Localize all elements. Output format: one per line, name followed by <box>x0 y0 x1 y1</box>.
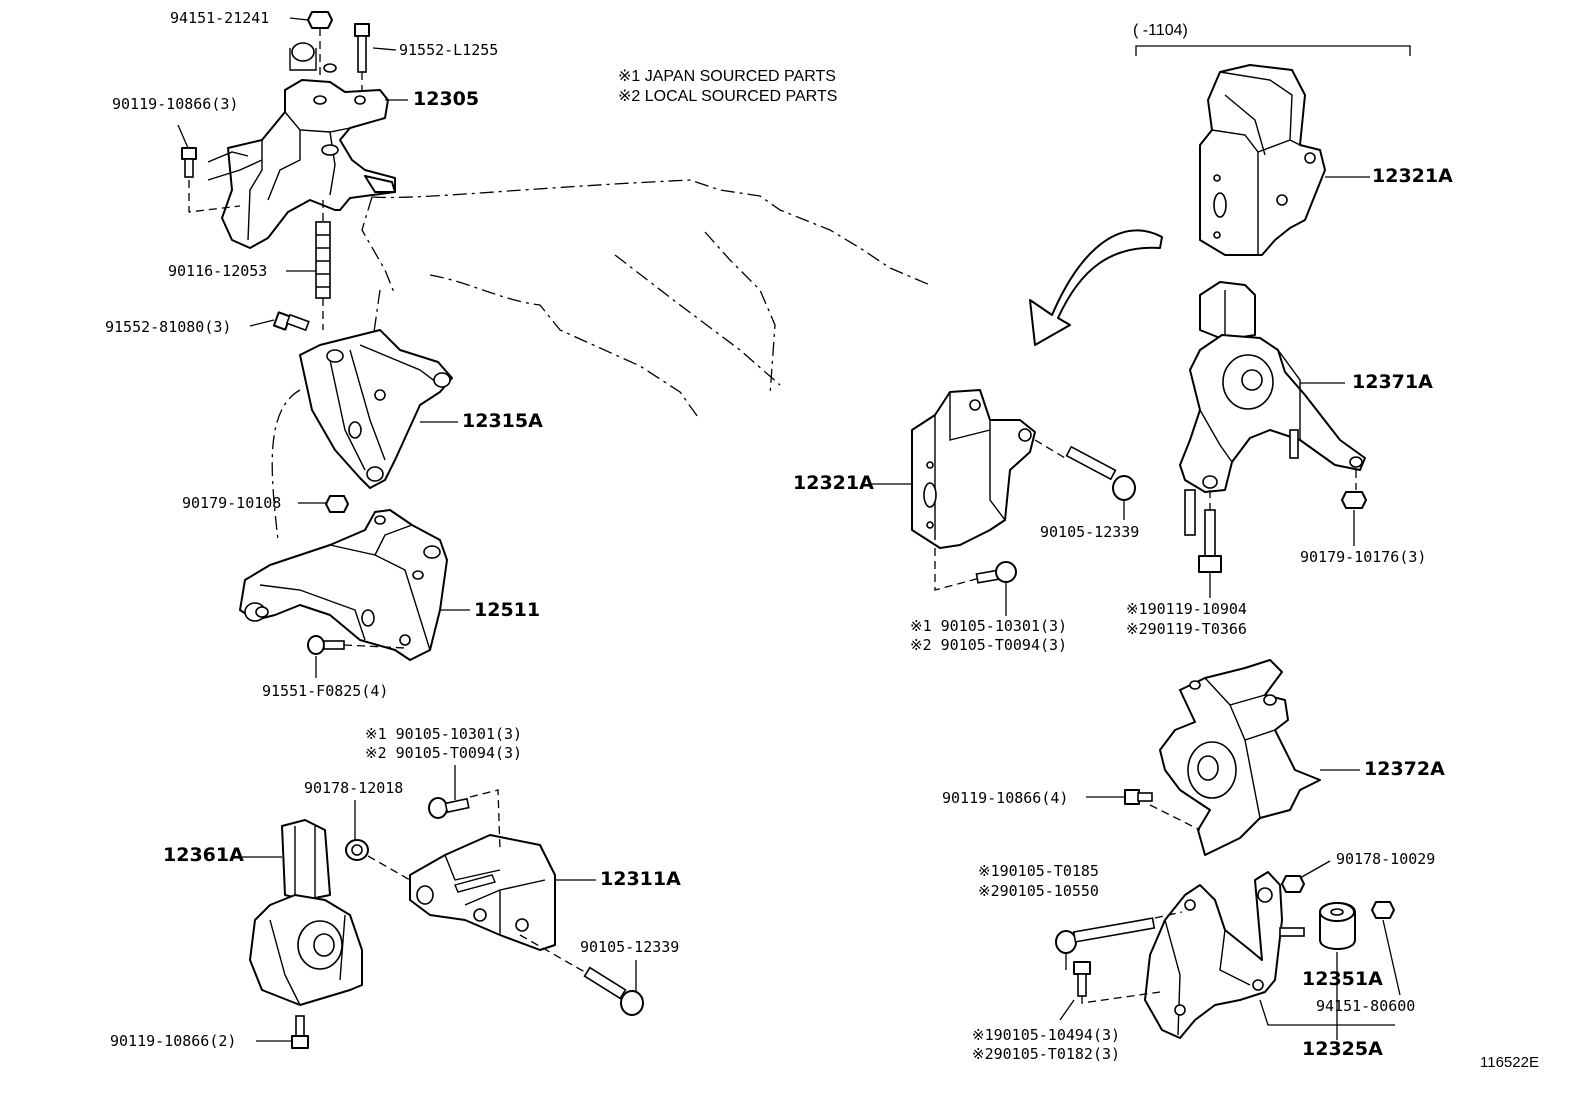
part-label-12361A[interactable]: 12361A <box>163 844 244 866</box>
nut-94151-80600 <box>1371 901 1395 919</box>
part-label-mid-90105-T0094-3[interactable]: ※2 90105-T0094(3) <box>910 636 1068 654</box>
part-label-left-90105-12339[interactable]: 90105-12339 <box>580 938 680 956</box>
date-range-bracket <box>1135 45 1411 56</box>
part-12361A-mount <box>249 819 363 1006</box>
part-label-91551-F0825-4[interactable]: 91551-F0825(4) <box>262 682 389 700</box>
part-label-90105-T0182-3[interactable]: ※290105-T0182(3) <box>972 1045 1121 1063</box>
part-label-12372A[interactable]: 12372A <box>1364 758 1445 780</box>
part-label-94151-80600[interactable]: 94151-80600 <box>1316 997 1416 1015</box>
part-label-12371A[interactable]: 12371A <box>1352 371 1433 393</box>
part-label-12311A[interactable]: 12311A <box>600 868 681 890</box>
part-12311A-bracket <box>409 789 556 951</box>
part-label-91552-81080-3[interactable]: 91552-81080(3) <box>105 318 232 336</box>
nut-90179-10176-3 <box>1341 470 1367 509</box>
bolt-91552-L1255 <box>354 23 370 92</box>
bolt-90119-10866-2 <box>291 1015 309 1049</box>
bolt-left-90105-12339 <box>519 934 644 1016</box>
bolt-90119-10904 <box>1198 490 1222 573</box>
part-label-91552-L1255[interactable]: 91552-L1255 <box>399 41 499 59</box>
part-label-90105-T0185[interactable]: ※190105-T0185 <box>978 862 1099 880</box>
part-label-90178-10029[interactable]: 90178-10029 <box>1336 850 1436 868</box>
bushing-12351A <box>1319 902 1356 950</box>
bolt-90119-10866-3 <box>181 147 241 213</box>
part-12315A-bracket <box>299 329 453 489</box>
part-label-90119-10866-2[interactable]: 90119-10866(2) <box>110 1032 237 1050</box>
part-label-90179-10176-3[interactable]: 90179-10176(3) <box>1300 548 1427 566</box>
bolt-90105-10494 <box>1073 961 1161 1004</box>
part-label-12325A[interactable]: 12325A <box>1302 1038 1383 1060</box>
part-12321A-right <box>1199 64 1326 256</box>
part-label-90116-12053[interactable]: 90116-12053 <box>168 262 268 280</box>
bolt-90105-T0185 <box>1055 911 1183 954</box>
part-label-94151-21241[interactable]: 94151-21241 <box>170 9 270 27</box>
part-label-12511[interactable]: 12511 <box>474 599 541 621</box>
bolt-91552-81080-3 <box>272 311 310 332</box>
part-label-90119-T0366[interactable]: ※290119-T0366 <box>1126 620 1247 638</box>
collar-90178-10029 <box>1281 875 1305 893</box>
part-label-12305[interactable]: 12305 <box>413 88 480 110</box>
nut-90179-10108 <box>325 495 349 513</box>
part-12325A-bracket <box>1144 871 1305 1039</box>
bolt-91551-F0825-4 <box>307 635 406 655</box>
part-12321A-mid <box>911 389 1066 591</box>
part-label-90179-10108[interactable]: 90179-10108 <box>182 494 282 512</box>
part-label-90119-10866-4[interactable]: 90119-10866(4) <box>942 789 1069 807</box>
stud-90116-12053 <box>315 200 331 330</box>
part-label-90178-12018[interactable]: 90178-12018 <box>304 779 404 797</box>
note-local-sourced: ※2 LOCAL SOURCED PARTS <box>618 88 838 105</box>
figure-id: 116522E <box>1480 1054 1539 1071</box>
bolt-90119-10866-4 <box>1124 789 1153 805</box>
part-12305-mount <box>207 42 396 249</box>
part-label-left-90105-10301-3[interactable]: ※1 90105-10301(3) <box>365 725 523 743</box>
part-label-12321A-mid[interactable]: 12321A <box>793 472 874 494</box>
bolt-left-90105-10301 <box>428 797 470 819</box>
bolt-mid-90105-12339 <box>1065 445 1136 501</box>
part-12511-bracket <box>239 509 448 661</box>
note-japan-sourced: ※1 JAPAN SOURCED PARTS <box>618 68 836 85</box>
collar-90178-12018 <box>345 839 411 881</box>
part-12372A-mount <box>1149 659 1321 856</box>
part-label-90105-10550[interactable]: ※290105-10550 <box>978 882 1099 900</box>
part-label-12351A[interactable]: 12351A <box>1302 968 1383 990</box>
part-label-mid-90105-10301-3[interactable]: ※1 90105-10301(3) <box>910 617 1068 635</box>
part-label-90105-10494-3[interactable]: ※190105-10494(3) <box>972 1026 1121 1044</box>
bolt-mid-90105-10301 <box>975 561 1017 584</box>
part-label-12321A-right[interactable]: 12321A <box>1372 165 1453 187</box>
part-label-90119-10866-3[interactable]: 90119-10866(3) <box>112 95 239 113</box>
part-label-12315A[interactable]: 12315A <box>462 410 543 432</box>
indicator-arrow <box>1029 229 1163 346</box>
leader-lines <box>177 17 1401 1042</box>
part-label-90119-10904[interactable]: ※190119-10904 <box>1126 600 1247 618</box>
part-12371A-mount <box>1179 281 1366 536</box>
date-range-label: ( -1104) <box>1133 22 1188 39</box>
part-label-left-90105-T0094-3[interactable]: ※2 90105-T0094(3) <box>365 744 523 762</box>
part-label-mid-90105-12339[interactable]: 90105-12339 <box>1040 523 1140 541</box>
